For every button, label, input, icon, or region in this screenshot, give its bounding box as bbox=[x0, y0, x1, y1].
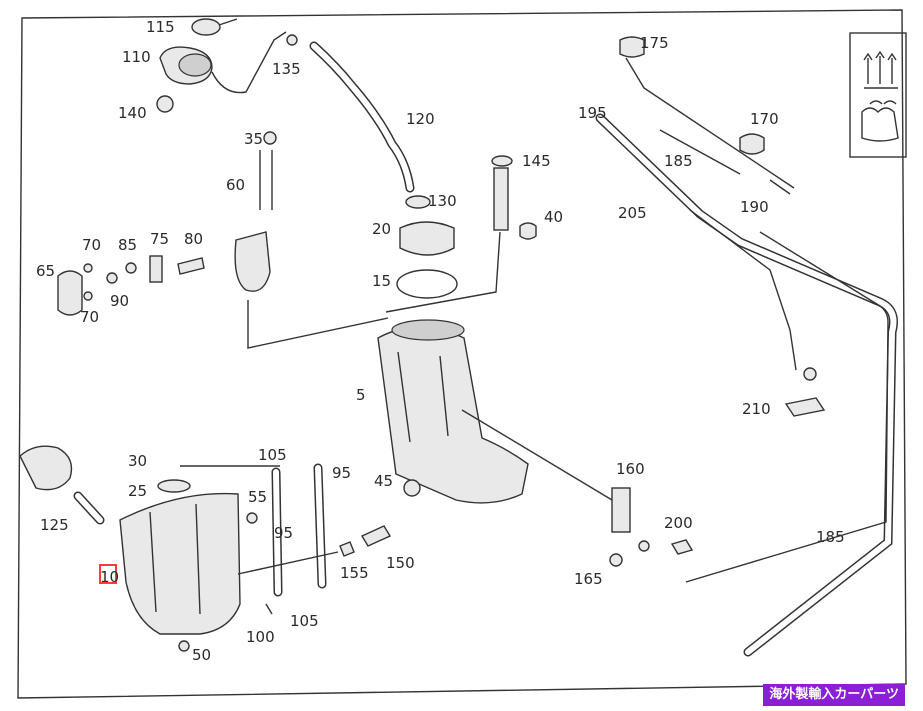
part-number-label-145: 145 bbox=[522, 152, 551, 170]
part-number-label-185b: 185 bbox=[816, 528, 845, 546]
part-number-label-55: 55 bbox=[248, 488, 267, 506]
part-number-label-95a: 95 bbox=[332, 464, 351, 482]
part-5-reservoir bbox=[377, 319, 613, 504]
part-145-dipstick bbox=[385, 155, 537, 313]
part-number-label-125: 125 bbox=[40, 516, 69, 534]
part-number-label-20: 20 bbox=[372, 220, 391, 238]
part-110-cap-assembly bbox=[156, 18, 298, 113]
part-120-hose bbox=[309, 41, 415, 193]
part-number-label-70b: 70 bbox=[80, 308, 99, 326]
part-number-label-105b: 105 bbox=[290, 612, 319, 630]
part-number-label-165: 165 bbox=[574, 570, 603, 588]
part-10-lower-tank bbox=[19, 445, 392, 652]
part-number-label-75: 75 bbox=[150, 230, 169, 248]
part-60-pump bbox=[234, 131, 389, 349]
part-number-label-135: 135 bbox=[272, 60, 301, 78]
part-number-label-95b: 95 bbox=[274, 524, 293, 542]
part-number-label-130: 130 bbox=[428, 192, 457, 210]
part-65-connector-group bbox=[57, 255, 205, 316]
diagram-frame bbox=[17, 9, 907, 699]
part-labels: 115 110 140 135 120 35 60 145 130 40 20 15 70 85 75 80 6… bbox=[36, 18, 845, 664]
part-number-label-40: 40 bbox=[544, 208, 563, 226]
part-number-label-25: 25 bbox=[128, 482, 147, 500]
part-number-label-30: 30 bbox=[128, 452, 147, 470]
shop-badge: 海外製輸入カーパーツ bbox=[763, 684, 905, 706]
part-number-label-190: 190 bbox=[740, 198, 769, 216]
part-number-label-65: 65 bbox=[36, 262, 55, 280]
part-number-label-85: 85 bbox=[118, 236, 137, 254]
part-number-label-200: 200 bbox=[664, 514, 693, 532]
part-number-label-160: 160 bbox=[616, 460, 645, 478]
part-185-hose-lines bbox=[595, 36, 898, 657]
part-number-label-110: 110 bbox=[122, 48, 151, 66]
part-number-label-10: 10 bbox=[100, 568, 119, 586]
part-number-label-175: 175 bbox=[640, 34, 669, 52]
highlight-box bbox=[99, 564, 117, 584]
part-160-washer-pump bbox=[609, 487, 694, 567]
part-number-label-5: 5 bbox=[356, 386, 366, 404]
part-number-label-60: 60 bbox=[226, 176, 245, 194]
part-number-label-185a: 185 bbox=[664, 152, 693, 170]
part-number-label-100: 100 bbox=[246, 628, 275, 646]
part-20-filler-neck bbox=[396, 195, 458, 299]
part-number-label-80: 80 bbox=[184, 230, 203, 248]
part-number-label-195: 195 bbox=[578, 104, 607, 122]
part-number-label-155: 155 bbox=[340, 564, 369, 582]
part-number-label-35: 35 bbox=[244, 130, 263, 148]
part-number-label-170: 170 bbox=[750, 110, 779, 128]
part-number-label-50: 50 bbox=[192, 646, 211, 664]
part-number-label-115: 115 bbox=[146, 18, 175, 36]
part-number-label-120: 120 bbox=[406, 110, 435, 128]
part-number-label-70a: 70 bbox=[82, 236, 101, 254]
part-number-label-90: 90 bbox=[110, 292, 129, 310]
part-number-label-105a: 105 bbox=[258, 446, 287, 464]
part-number-label-15: 15 bbox=[372, 272, 391, 290]
part-number-label-45: 45 bbox=[374, 472, 393, 490]
part-number-label-210: 210 bbox=[742, 400, 771, 418]
part-number-label-150: 150 bbox=[386, 554, 415, 572]
part-number-label-205: 205 bbox=[618, 204, 647, 222]
part-number-label-140: 140 bbox=[118, 104, 147, 122]
manufacturer-logo-icon bbox=[849, 32, 907, 158]
